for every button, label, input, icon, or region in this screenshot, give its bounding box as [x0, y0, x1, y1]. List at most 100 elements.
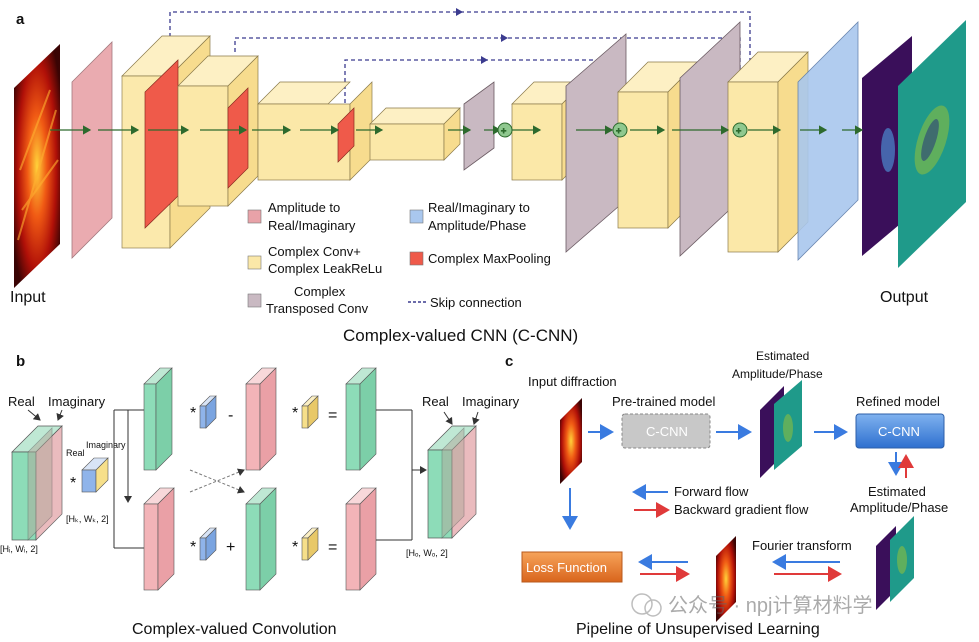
c-input-diffraction-label: Input diffraction	[528, 374, 617, 389]
legend-swatch-amp-to-ri	[247, 209, 262, 224]
legend-skip: Skip connection	[430, 295, 522, 310]
tconv-block-1	[463, 81, 495, 171]
b-real-label: Real	[8, 394, 35, 409]
c-fourier-image	[716, 536, 736, 622]
svg-text:+: +	[736, 126, 741, 136]
amp-to-ri-block	[71, 41, 113, 259]
b-out-real-arrow	[443, 411, 453, 425]
legend-maxpool: Complex MaxPooling	[428, 251, 551, 266]
b-equals-1: =	[328, 407, 337, 424]
encoder-conv-block-3	[257, 81, 373, 181]
b-kernel-tensor	[81, 457, 109, 493]
c-pretrained-label: Pre-trained model	[612, 394, 715, 409]
watermark-text: 公众号 · npj计算材料学	[668, 594, 872, 617]
input-label: Input	[10, 289, 46, 306]
b-cross-arrows	[189, 468, 245, 494]
c-forward-flow-label: Forward flow	[674, 484, 749, 499]
c-loss-function-label: Loss Function	[526, 560, 607, 575]
decoder-conv-block-3	[727, 51, 809, 253]
legend-tconv-line1: Complex	[294, 284, 346, 299]
b-ho-dims: [Hₒ, Wₒ, 2]	[406, 548, 448, 558]
c-refined-label: Refined model	[856, 394, 940, 409]
b-imaginary-label: Imaginary	[48, 394, 106, 409]
watermark: 公众号 · npj计算材料学	[631, 593, 872, 617]
b-kernel-real-label: Real	[66, 448, 85, 458]
c-estimated-images-bottom	[876, 516, 914, 610]
c-fourier-label: Fourier transform	[752, 538, 852, 553]
c-backward-flow-label: Backward gradient flow	[674, 502, 809, 517]
bottleneck-block	[369, 107, 461, 161]
legend-conv-line2: Complex LeakReLu	[268, 261, 382, 276]
panel-a-title: Complex-valued CNN (C-CNN)	[343, 326, 578, 345]
legend-ri-to-amp-line2: Amplitude/Phase	[428, 218, 526, 233]
legend-ri-to-amp-line1: Real/Imaginary to	[428, 200, 530, 215]
panel-c-title: Pipeline of Unsupervised Learning	[576, 621, 820, 638]
c-estimated-top-line2: Amplitude/Phase	[732, 367, 823, 381]
b-row1-imag-tensor	[245, 367, 277, 471]
legend: Amplitude to Real/Imaginary Real/Imagina…	[247, 200, 551, 316]
legend-swatch-tconv	[247, 293, 262, 308]
b-star-3: *	[292, 405, 298, 422]
b-row1-real-tensor	[143, 367, 173, 471]
legend-amp-to-ri-line1: Amplitude to	[268, 200, 340, 215]
legend-amp-to-ri-line2: Real/Imaginary	[268, 218, 356, 233]
c-estimated-right-line2: Amplitude/Phase	[850, 500, 948, 515]
b-out-imag-arrow	[472, 411, 480, 425]
legend-swatch-ri-to-amp	[409, 209, 424, 224]
b-row1-out-tensor	[345, 367, 377, 471]
b-bracket-left	[113, 409, 170, 549]
b-row2-kernel-real	[199, 527, 217, 561]
b-out-real-label: Real	[422, 394, 449, 409]
c-ccnn-refined-label: C-CNN	[878, 424, 920, 439]
b-imag-arrow	[56, 409, 64, 421]
b-minus: -	[228, 407, 233, 424]
c-ccnn-refined-box	[855, 413, 945, 449]
panel-b-letter: b	[16, 353, 25, 370]
b-row2-imag-tensor	[143, 487, 175, 591]
c-input-image	[560, 398, 582, 484]
panel-c-letter: c	[505, 353, 513, 370]
c-ccnn-pretrained-box	[621, 413, 711, 449]
legend-swatch-conv	[247, 255, 262, 270]
svg-text:+: +	[501, 126, 506, 136]
output-label: Output	[880, 289, 929, 306]
ri-to-amp-block	[797, 21, 859, 261]
b-kernel-imag-label: Imaginary	[86, 440, 126, 450]
b-row2-out-tensor	[345, 487, 377, 591]
b-equals-2: =	[328, 539, 337, 556]
b-row2-real-tensor	[245, 487, 277, 591]
b-star-5: *	[292, 539, 298, 556]
encoder-conv-block-2	[177, 55, 259, 207]
svg-text:+: +	[616, 126, 621, 136]
output-phase-image	[898, 20, 966, 268]
legend-tconv-line2: Transposed Conv	[266, 301, 369, 316]
b-star-2: *	[190, 405, 196, 422]
b-input-tensor	[11, 425, 63, 541]
b-plus: +	[226, 539, 235, 556]
b-hi-dims: [Hᵢ, Wᵢ, 2]	[0, 544, 38, 554]
b-out-imaginary-label: Imaginary	[462, 394, 520, 409]
b-output-tensor	[427, 425, 477, 539]
legend-swatch-maxpool	[409, 251, 424, 266]
b-star-1: *	[70, 475, 76, 492]
b-row2-kernel-imag	[301, 527, 319, 561]
legend-conv-line1: Complex Conv+	[268, 244, 361, 259]
c-estimated-images-top	[760, 380, 802, 478]
c-estimated-top-line1: Estimated	[756, 349, 809, 363]
c-loss-function-box	[521, 551, 623, 583]
b-bracket-right	[376, 409, 427, 541]
c-estimated-right-line1: Estimated	[868, 484, 926, 499]
b-row1-kernel-real	[199, 395, 217, 429]
input-image	[14, 44, 60, 288]
c-ccnn-pretrained-label: C-CNN	[646, 424, 688, 439]
b-row1-kernel-imag	[301, 395, 319, 429]
tconv-block-2	[565, 33, 627, 253]
panel-b-title: Complex-valued Convolution	[132, 621, 337, 638]
b-real-arrow	[27, 409, 41, 421]
b-star-4: *	[190, 539, 196, 556]
b-hk-dims: [Hₖ, Wₖ, 2]	[66, 514, 109, 524]
concat-nodes: + + +	[497, 122, 748, 138]
panel-a-letter: a	[16, 11, 25, 28]
